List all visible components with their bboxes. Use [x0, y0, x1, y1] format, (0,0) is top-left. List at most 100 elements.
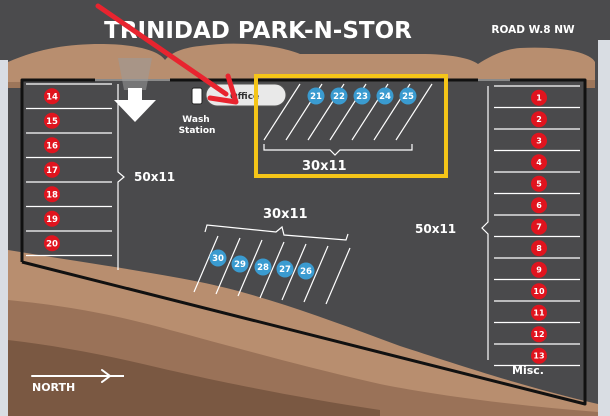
space-19[interactable]: 19: [44, 210, 60, 227]
middle-stall-line: [193, 235, 219, 293]
space-8[interactable]: 8: [531, 240, 547, 257]
north-label: NORTH: [32, 381, 75, 394]
right-block-dimension: 50x11: [415, 222, 456, 236]
space-18-circle: [44, 186, 60, 203]
space-6-circle: [531, 197, 547, 214]
space-24[interactable]: 24: [376, 87, 394, 105]
space-29-label: 29: [234, 260, 246, 270]
space-29-circle: [231, 255, 249, 273]
space-22-circle: [330, 87, 348, 105]
north-indicator: NORTH: [31, 369, 124, 394]
space-18[interactable]: 18: [44, 186, 60, 203]
space-19-circle: [44, 210, 60, 227]
top-block-highlight: [254, 74, 448, 178]
space-25-circle: [399, 87, 417, 105]
road-label: ROAD W.8 NW: [491, 24, 575, 36]
space-2-label: 2: [536, 115, 542, 124]
left-block-lines: [26, 83, 112, 257]
top-stall-line: [263, 83, 301, 141]
space-12-circle: [531, 326, 547, 343]
left-block-dimension: 50x11: [134, 170, 175, 184]
space-29[interactable]: 29: [231, 255, 249, 273]
space-12[interactable]: 12: [531, 326, 547, 343]
space-28[interactable]: 28: [254, 258, 272, 276]
red-pointer-arrow-icon: [95, 3, 239, 105]
space-20[interactable]: 20: [44, 235, 60, 252]
space-21-circle: [307, 87, 325, 105]
space-5[interactable]: 5: [531, 175, 547, 192]
space-10-label: 10: [533, 287, 545, 296]
space-6[interactable]: 6: [531, 197, 547, 214]
space-9-circle: [531, 261, 547, 278]
space-8-label: 8: [536, 244, 542, 253]
space-28-circle: [254, 258, 272, 276]
space-26[interactable]: 26: [297, 262, 315, 280]
space-15[interactable]: 15: [44, 112, 60, 129]
space-2[interactable]: 2: [531, 111, 547, 128]
middle-stall-line: [215, 237, 241, 295]
space-17[interactable]: 17: [44, 161, 60, 178]
space-4[interactable]: 4: [531, 154, 547, 171]
space-10[interactable]: 10: [531, 283, 547, 300]
space-22[interactable]: 22: [330, 87, 348, 105]
top-block-markers: 21 22 23 24 25: [307, 87, 417, 105]
space-21[interactable]: 21: [307, 87, 325, 105]
space-6-label: 6: [536, 201, 542, 210]
space-27-label: 27: [279, 265, 291, 275]
space-26-circle: [297, 262, 315, 280]
space-30-circle: [209, 249, 227, 267]
lot-boundary: [20, 78, 587, 406]
space-27-circle: [276, 260, 294, 278]
space-30-label: 30: [212, 254, 224, 264]
space-23-circle: [353, 87, 371, 105]
top-dirt-band: [8, 43, 595, 88]
space-14[interactable]: 14: [44, 88, 60, 105]
space-24-circle: [376, 87, 394, 105]
right-block-brace: [481, 86, 489, 360]
middle-stall-line: [303, 245, 329, 303]
space-26-label: 26: [300, 267, 312, 277]
space-10-circle: [531, 283, 547, 300]
space-11[interactable]: 11: [531, 304, 547, 321]
space-3[interactable]: 3: [531, 132, 547, 149]
space-13-label: 13: [533, 352, 544, 361]
left-block-markers: 14 15 16 17 18 19 20: [44, 88, 60, 252]
middle-block-markers: 30 29 28 27 26: [209, 249, 315, 280]
space-19-label: 19: [46, 215, 58, 225]
space-30[interactable]: 30: [209, 249, 227, 267]
map-title: TRINIDAD PARK-N-STOR: [104, 18, 412, 44]
wash-station-label-line2: Station: [179, 126, 216, 136]
space-23[interactable]: 23: [353, 87, 371, 105]
space-15-circle: [44, 112, 60, 129]
top-stall-line: [395, 83, 433, 141]
space-20-circle: [44, 235, 60, 252]
middle-block-lines: [193, 235, 351, 305]
left-edge: [0, 60, 8, 416]
space-24-label: 24: [379, 92, 391, 102]
entrance-beam: [118, 58, 152, 90]
space-14-circle: [44, 88, 60, 105]
space-1[interactable]: 1: [531, 89, 547, 106]
space-11-label: 11: [533, 309, 545, 318]
space-20-label: 20: [46, 239, 58, 249]
entrance-arrow-icon: [114, 88, 156, 122]
space-13[interactable]: 13: [531, 347, 547, 364]
space-25[interactable]: 25: [399, 87, 417, 105]
space-27[interactable]: 27: [276, 260, 294, 278]
middle-stall-line: [237, 239, 263, 297]
space-12-label: 12: [533, 330, 544, 339]
space-28-label: 28: [257, 263, 269, 273]
space-9[interactable]: 9: [531, 261, 547, 278]
space-7[interactable]: 7: [531, 218, 547, 235]
space-16[interactable]: 16: [44, 137, 60, 154]
misc-label: Misc.: [512, 364, 544, 377]
space-4-label: 4: [536, 158, 542, 167]
space-8-circle: [531, 240, 547, 257]
wash-station-icon: [191, 87, 203, 105]
space-5-label: 5: [536, 180, 542, 189]
office-label: Office: [230, 92, 259, 102]
space-4-circle: [531, 154, 547, 171]
